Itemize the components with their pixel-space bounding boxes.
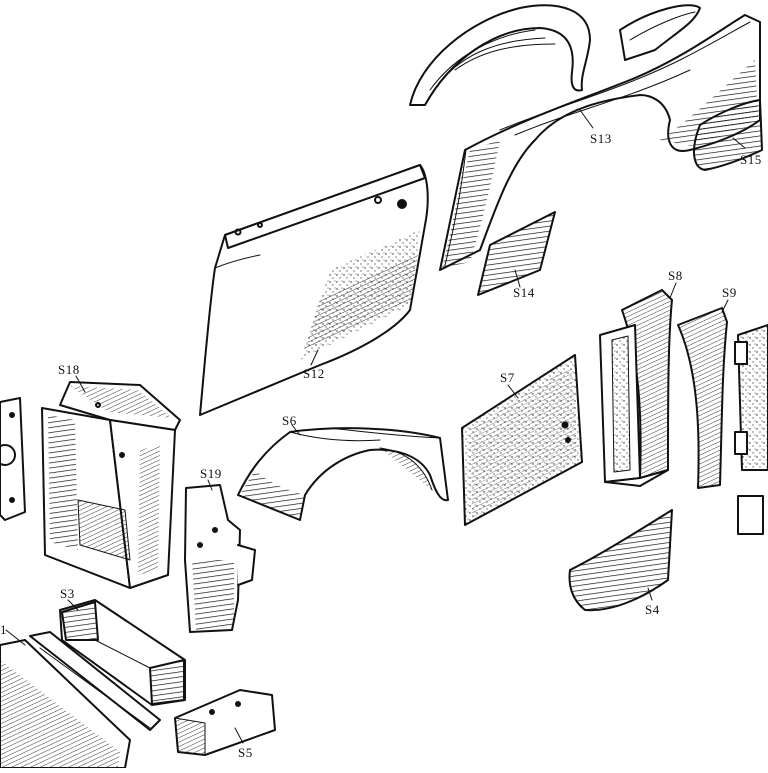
rear-lamp-panel: [619, 4, 701, 61]
label-s5: S5: [238, 745, 253, 760]
front-crossmember-1: [0, 631, 161, 769]
label-s18: S18: [58, 362, 80, 377]
b-post-closing-panel-s7: [461, 354, 583, 526]
label-s13: S13: [590, 131, 612, 146]
pillar-panel-s8: [599, 289, 673, 487]
label-s6: S6: [282, 413, 297, 428]
door-panel-s12: [199, 164, 429, 416]
floor-tray-s3: [59, 599, 186, 706]
leader-lines: [5, 109, 746, 744]
label-s4: S4: [645, 602, 660, 617]
pillar-panel-s9: [677, 307, 728, 489]
sill-closing-panel-s14: [477, 211, 556, 296]
rear-wheel-arch-panel: [409, 4, 591, 106]
label-s15: S15: [740, 152, 762, 167]
label-s14: S14: [513, 285, 535, 300]
label-s7: S7: [500, 370, 515, 385]
front-wing-panel-s6: [237, 427, 449, 521]
pillar-panel-partial: [734, 324, 768, 535]
sill-panel-s4: [568, 509, 673, 612]
front-frame-box-s18: [41, 381, 181, 589]
label-s9: S9: [722, 285, 737, 300]
label-s19: S19: [200, 466, 222, 481]
bracket-panel-s19: [184, 484, 256, 633]
label-1: 1: [0, 622, 7, 637]
rear-valance-s15: [693, 99, 763, 171]
label-s3: S3: [60, 586, 75, 601]
label-s8: S8: [668, 268, 683, 283]
mounting-block-s5: [174, 689, 276, 756]
label-s12: S12: [303, 366, 325, 381]
side-plate-partial: [0, 397, 26, 521]
